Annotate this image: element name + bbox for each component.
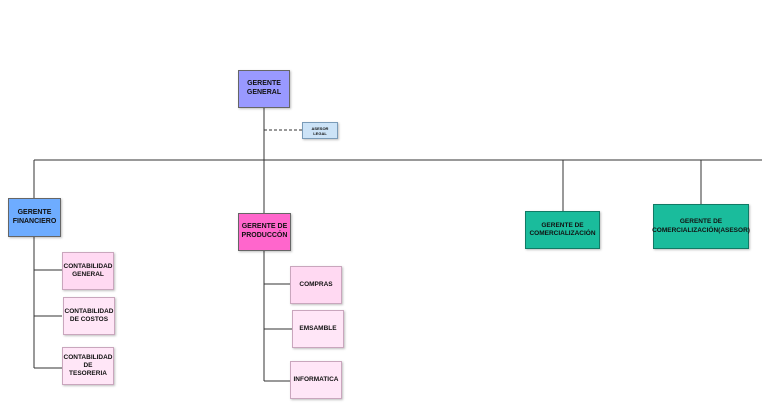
node-label: GERENTE FINANCIERO (12, 208, 57, 225)
node-label: INFORMATICA (293, 375, 339, 383)
node-label: CONTABILIDAD DE TESORERIA (63, 353, 113, 378)
node-label: COMPRAS (299, 280, 333, 288)
node-label: GERENTE GENERAL (246, 80, 282, 96)
node-gerente-de-comercializacion-asesor[interactable]: GERENTE DE COMERCIALIZACIÓN(ASESOR) (652, 204, 750, 249)
node-label: GERENTE DE COMERCIALIZACIÓN (529, 221, 596, 237)
node-label: CONTABILIDAD GENERAL (63, 262, 113, 278)
node-label: GERENTE DE PRODUCCÓN (241, 223, 288, 239)
node-label: CONTABILIDAD DE COSTOS (64, 307, 114, 323)
node-label: GERENTE DE COMERCIALIZACIÓN(ASESOR) (652, 218, 750, 234)
node-emsamble[interactable]: EMSAMBLE (292, 310, 344, 348)
node-label: ASESOR LEGAL (311, 125, 329, 136)
node-contabilidad-de-tesoreria[interactable]: CONTABILIDAD DE TESORERIA (62, 347, 114, 385)
node-contabilidad-de-costos[interactable]: CONTABILIDAD DE COSTOS (63, 297, 115, 335)
node-gerente-general[interactable]: GERENTE GENERAL (238, 70, 290, 108)
node-informatica[interactable]: INFORMATICA (290, 361, 342, 399)
node-gerente-de-comercializacion[interactable]: GERENTE DE COMERCIALIZACIÓN (525, 211, 600, 249)
node-contabilidad-general[interactable]: CONTABILIDAD GENERAL (62, 252, 114, 290)
node-gerente-financiero[interactable]: GERENTE FINANCIERO (8, 198, 61, 237)
node-gerente-de-produccion[interactable]: GERENTE DE PRODUCCÓN (238, 213, 291, 251)
node-asesor-legal[interactable]: ASESOR LEGAL (302, 122, 338, 139)
node-label: EMSAMBLE (299, 324, 337, 332)
node-compras[interactable]: COMPRAS (290, 266, 342, 304)
